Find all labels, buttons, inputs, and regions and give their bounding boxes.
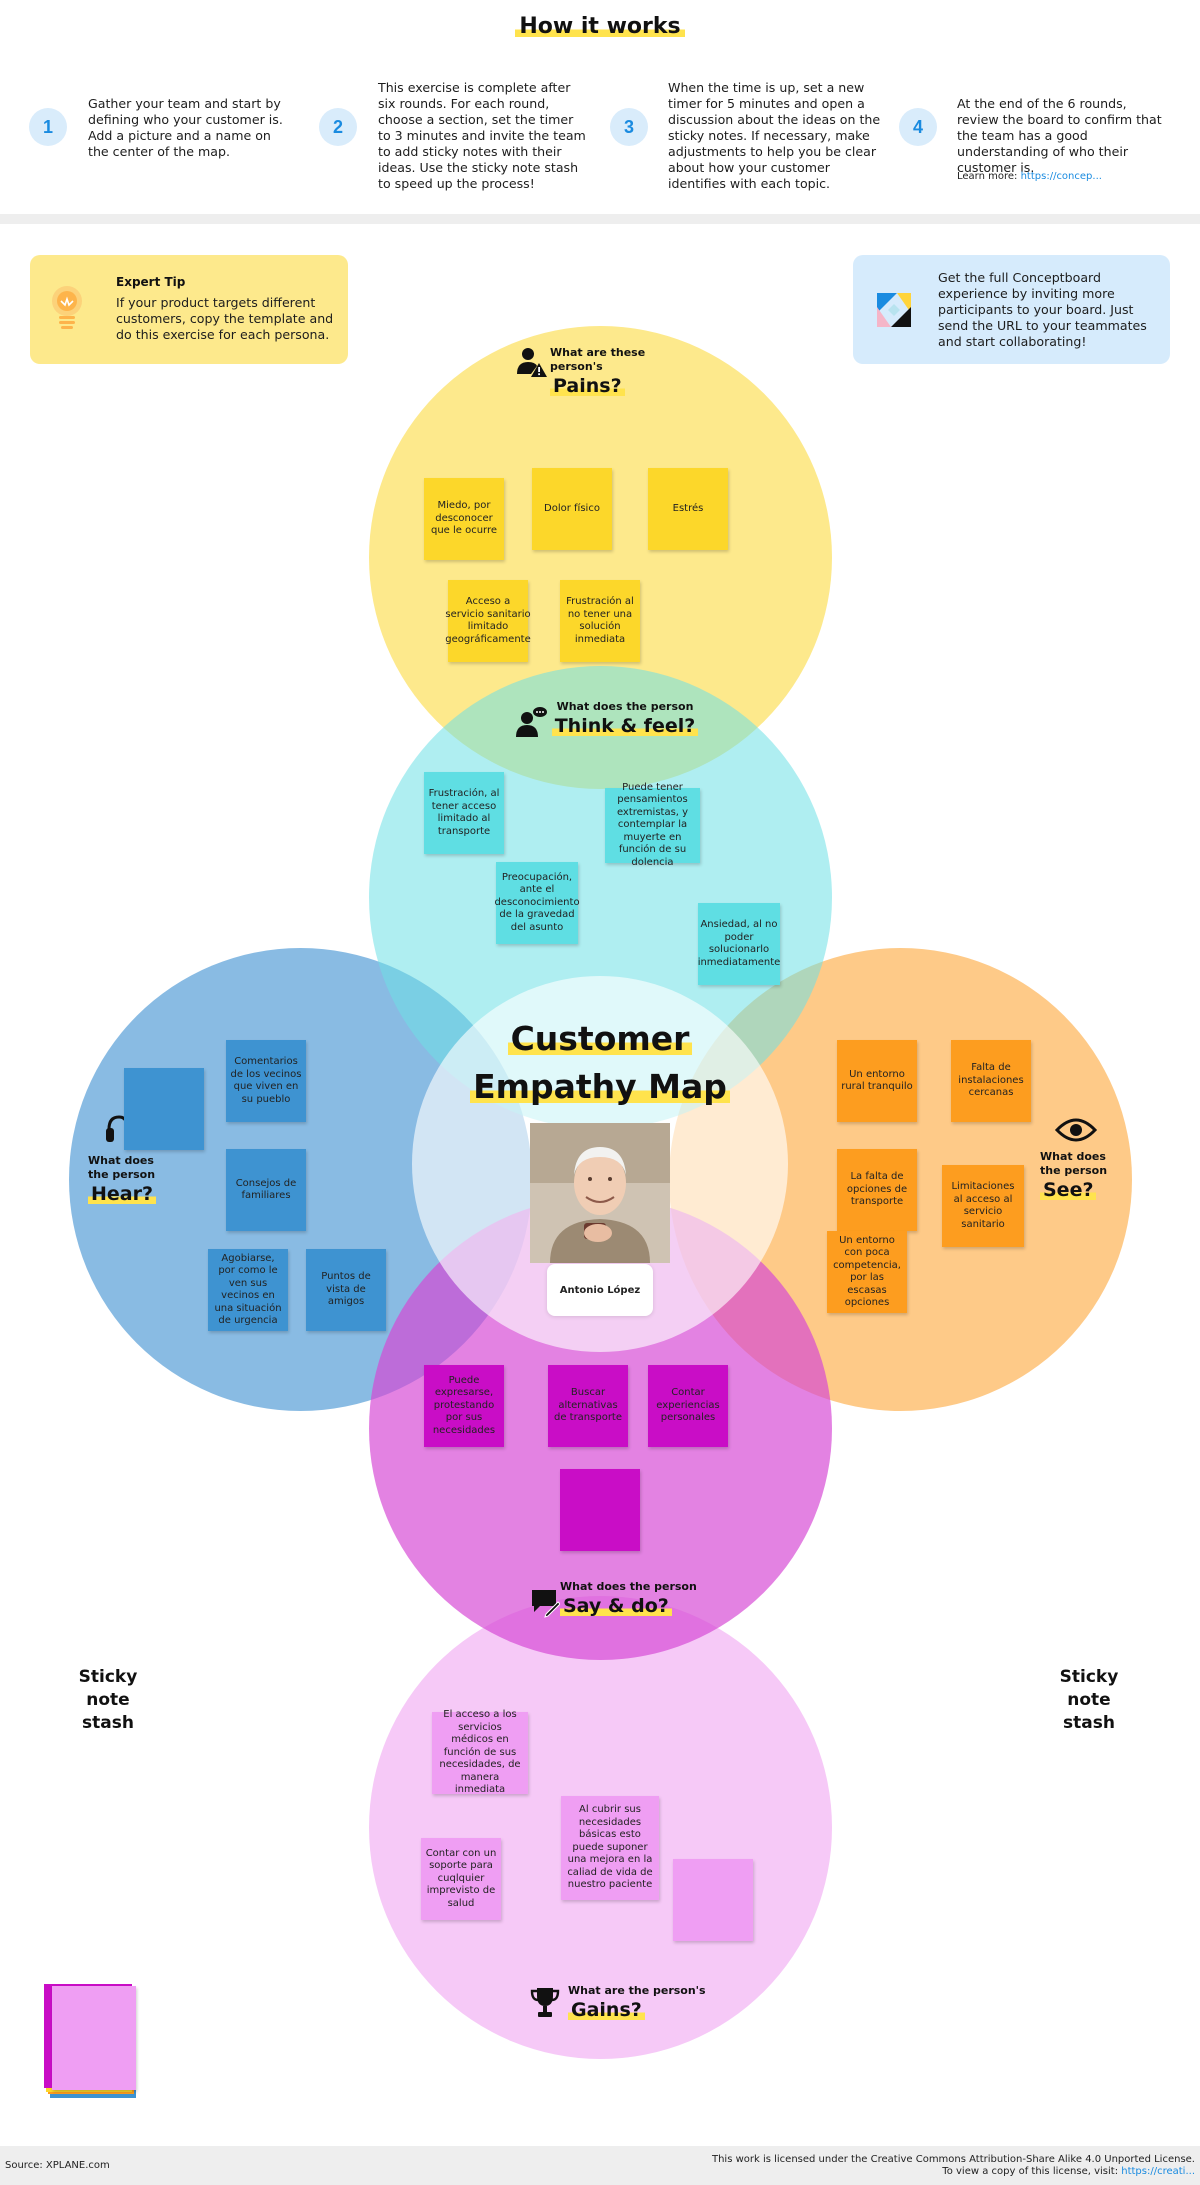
stash-label-line: Sticky [48,1666,168,1689]
learn-more-link[interactable]: https://concep... [1021,171,1102,182]
sticky-note-empty[interactable] [124,1068,204,1150]
see-big-label: See? [1040,1178,1096,1202]
think-feel-big-label: Think & feel? [552,714,699,738]
stash-label-line: Sticky [1029,1666,1149,1689]
persona-portrait-image [530,1123,670,1263]
sticky-stash-label-right: Sticky note stash [1029,1666,1149,1735]
expert-tip-text: If your product targets different custom… [116,295,341,343]
persona-name-card[interactable]: Antonio López [547,1264,653,1316]
sticky-note[interactable]: Frustración al no tener una solución inm… [560,580,640,662]
section-divider [0,214,1200,224]
sticky-note[interactable]: Puede expresarse, protestando por sus ne… [424,1365,504,1447]
think-feel-small-label: What does the person [550,700,700,714]
sticky-note[interactable]: Limitaciones al acceso al servicio sanit… [942,1165,1024,1247]
hear-label: What does the person Hear? [88,1154,160,1206]
step-3-text: When the time is up, set a new timer for… [668,80,883,192]
hear-big-label: Hear? [88,1182,156,1206]
step-2-number: 2 [319,108,357,146]
stash-label-line: stash [48,1712,168,1735]
think-feel-label: What does the person Think & feel? [550,700,700,738]
person-warning-icon [516,346,548,378]
expert-tip-box: Expert Tip If your product targets diffe… [30,255,348,364]
sticky-stash-label-left: Sticky note stash [48,1666,168,1735]
footer-license: This work is licensed under the Creative… [712,2154,1195,2178]
pains-small-label: What are these person's [550,346,700,374]
sticky-note[interactable]: Acceso a servicio sanitario limitado geo… [448,580,528,662]
sticky-note[interactable]: Consejos de familiares [226,1149,306,1231]
sticky-note[interactable]: Contar con un soporte para cuqlquier imp… [421,1838,501,1920]
trophy-icon [530,1986,560,2018]
sticky-note[interactable]: Un entorno con poca competencia, por las… [827,1231,907,1313]
learn-more: Learn more: https://concep... [957,171,1102,182]
step-2-text: This exercise is complete after six roun… [378,80,588,192]
step-1-text: Gather your team and start by defining w… [88,96,293,160]
footer-license-line1: This work is licensed under the Creative… [712,2154,1195,2166]
hear-small-label-1: What does [88,1154,160,1168]
sticky-note[interactable]: Puntos de vista de amigos [306,1249,386,1331]
sticky-note[interactable]: Comentarios de los vecinos que viven en … [226,1040,306,1122]
see-small-label-2: the person [1040,1164,1112,1178]
eye-icon [1055,1116,1097,1144]
sticky-note[interactable]: Miedo, por desconocer que le ocurre [424,478,504,560]
sticky-note-stash[interactable] [44,1984,136,2098]
say-do-small-label: What does the person [560,1580,710,1594]
gains-small-label: What are the person's [568,1984,718,1998]
stash-label-line: note [48,1689,168,1712]
pains-big-label: Pains? [550,374,625,398]
sticky-note[interactable]: Al cubrir sus necesidades básicas esto p… [561,1796,659,1900]
say-do-label: What does the person Say & do? [560,1580,710,1618]
sticky-note[interactable]: Buscar alternativas de transporte [548,1365,628,1447]
footer-license-link[interactable]: https://creati... [1121,2166,1195,2177]
footer-source: Source: XPLANE.com [5,2160,110,2171]
conceptboard-info-text: Get the full Conceptboard experience by … [938,270,1158,350]
say-do-big-label: Say & do? [560,1594,672,1618]
step-3-number: 3 [610,108,648,146]
see-label: What does the person See? [1040,1150,1112,1202]
sticky-note[interactable]: Dolor físico [532,468,612,550]
footer-license-line2: To view a copy of this license, visit: h… [712,2166,1195,2178]
learn-more-label: Learn more: [957,171,1017,182]
sticky-note[interactable]: Ansiedad, al no poder solucionarlo inmed… [698,903,780,985]
sticky-note[interactable]: Frustración, al tener acceso limitado al… [424,772,504,854]
sticky-note-empty[interactable] [673,1859,753,1941]
how-it-works-title: How it works [0,14,1200,39]
speech-pencil-icon [530,1588,560,1618]
step-4-number: 4 [899,108,937,146]
person-thought-icon [514,706,548,738]
footer-license-label: To view a copy of this license, visit: [942,2166,1118,2177]
persona-photo[interactable] [530,1123,670,1263]
sticky-note[interactable]: Preocupación, ante el desconocimiento de… [496,862,578,944]
sticky-note[interactable]: Puede tener pensamientos extremistas, y … [605,788,700,863]
conceptboard-logo-icon [877,293,911,327]
see-small-label-1: What does [1040,1150,1112,1164]
sticky-note-empty[interactable] [560,1469,640,1551]
conceptboard-info-box: Get the full Conceptboard experience by … [853,255,1170,364]
lightbulb-icon [50,285,84,333]
sticky-note[interactable]: Estrés [648,468,728,550]
sticky-note[interactable]: La falta de opciones de transporte [837,1149,917,1231]
step-1-number: 1 [29,108,67,146]
sticky-note[interactable]: Falta de instalaciones cercanas [951,1040,1031,1122]
stash-note-pink[interactable] [52,1986,136,2090]
expert-tip-title: Expert Tip [116,275,185,289]
footer: Source: XPLANE.com This work is licensed… [0,2146,1200,2185]
hear-small-label-2: the person [88,1168,160,1182]
step-4-text: At the end of the 6 rounds, review the b… [957,96,1167,176]
sticky-note[interactable]: Contar experiencias personales [648,1365,728,1447]
gains-label: What are the person's Gains? [568,1984,718,2022]
stash-label-line: stash [1029,1712,1149,1735]
sticky-note[interactable]: Un entorno rural tranquilo [837,1040,917,1122]
sticky-note[interactable]: El acceso a los servicios médicos en fun… [432,1712,528,1794]
sticky-note[interactable]: Agobiarse, por como le ven sus vecinos e… [208,1249,288,1331]
gains-big-label: Gains? [568,1998,645,2022]
stash-label-line: note [1029,1689,1149,1712]
pains-label: What are these person's Pains? [550,346,700,398]
